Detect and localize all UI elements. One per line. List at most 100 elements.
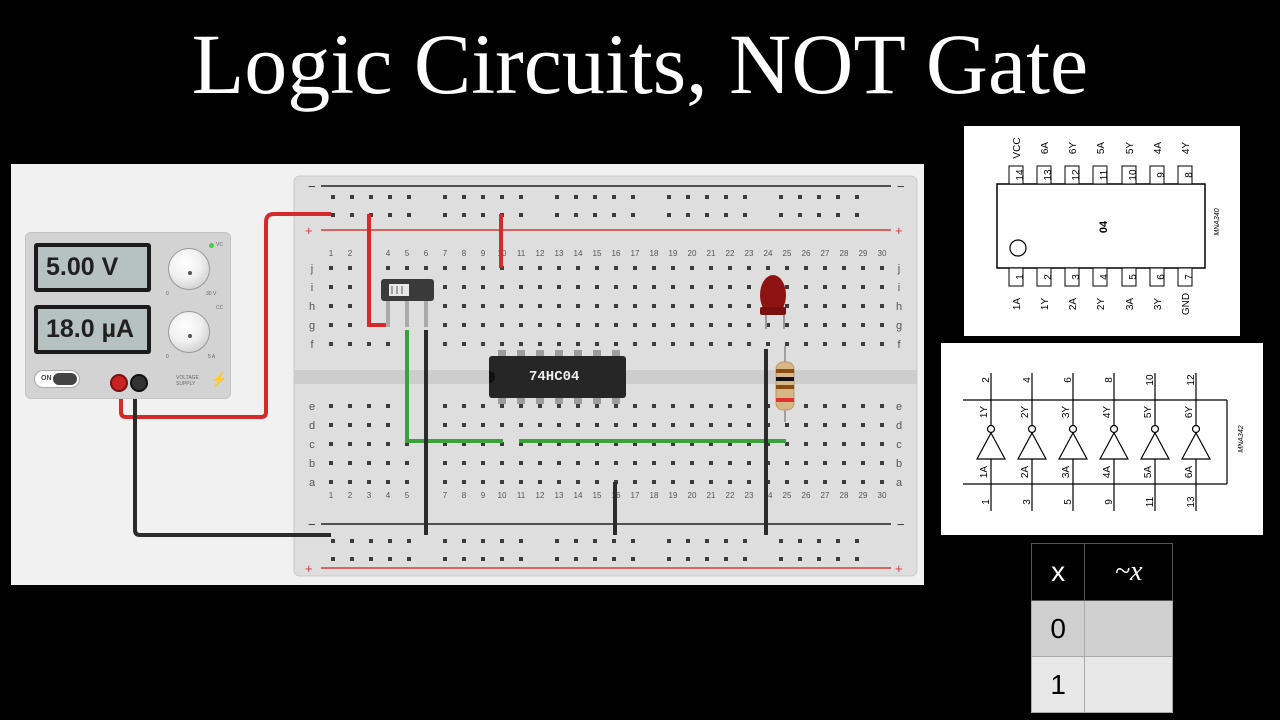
breadboard-hole <box>709 404 713 408</box>
breadboard-hole <box>671 461 675 465</box>
rail-hole <box>555 213 559 217</box>
chip-pin <box>593 350 601 358</box>
rail-hole <box>443 213 447 217</box>
breadboard-hole <box>823 442 827 446</box>
breadboard-hole <box>367 423 371 427</box>
breadboard-hole <box>538 404 542 408</box>
breadboard-hole <box>500 442 504 446</box>
breadboard-hole <box>785 266 789 270</box>
rail-hole <box>443 195 447 199</box>
breadboard-hole <box>823 404 827 408</box>
column-number: 29 <box>859 491 868 500</box>
breadboard-hole <box>747 342 751 346</box>
breadboard-hole <box>462 323 466 327</box>
breadboard-hole <box>823 323 827 327</box>
breadboard-hole <box>785 285 789 289</box>
column-number: 30 <box>878 491 887 500</box>
current-knob[interactable] <box>168 311 210 353</box>
power-switch[interactable]: ON <box>34 370 80 388</box>
gate-input-name: 2A <box>1020 466 1031 479</box>
lightning-icon: ⚡ <box>210 371 228 387</box>
breadboard-hole <box>690 404 694 408</box>
rail-plus-label: + <box>305 561 313 576</box>
breadboard-hole <box>766 323 770 327</box>
breadboard-hole <box>614 423 618 427</box>
breadboard-hole <box>747 480 751 484</box>
breadboard-hole <box>690 323 694 327</box>
resistor-band <box>776 377 794 381</box>
rail-hole <box>555 195 559 199</box>
breadboard-hole <box>804 404 808 408</box>
breadboard-hole <box>614 266 618 270</box>
breadboard-hole <box>595 404 599 408</box>
row-letter: i <box>311 282 313 294</box>
breadboard-hole <box>576 323 580 327</box>
breadboard-hole <box>329 423 333 427</box>
column-number: 19 <box>669 249 678 258</box>
breadboard-hole <box>842 480 846 484</box>
gate-input-name: 5A <box>1143 466 1154 479</box>
positive-terminal[interactable] <box>110 374 128 392</box>
side-label: MNA342 <box>1238 425 1245 452</box>
breadboard-hole <box>519 342 523 346</box>
breadboard-hole <box>633 442 637 446</box>
breadboard-hole <box>880 304 884 308</box>
breadboard-hole <box>386 480 390 484</box>
gate-input-name: 3A <box>1061 466 1072 479</box>
pin-box <box>1092 165 1108 185</box>
breadboard-hole <box>804 304 808 308</box>
column-number: 3 <box>367 491 372 500</box>
column-number: 17 <box>631 249 640 258</box>
gate-output-name: 4Y <box>1102 406 1113 419</box>
breadboard-hole <box>614 461 618 465</box>
breadboard-hole <box>405 266 409 270</box>
breadboard-hole <box>538 442 542 446</box>
rail-hole <box>593 557 597 561</box>
voltage-knob[interactable] <box>168 248 210 290</box>
breadboard-hole <box>633 342 637 346</box>
rail-hole <box>686 557 690 561</box>
rail-hole <box>350 539 354 543</box>
rail-hole <box>481 539 485 543</box>
breadboard-hole <box>462 342 466 346</box>
rail-hole <box>555 557 559 561</box>
breadboard-hole <box>519 323 523 327</box>
rail-hole <box>388 213 392 217</box>
column-number: 25 <box>783 249 792 258</box>
rail-hole <box>667 195 671 199</box>
breadboard-hole <box>766 342 770 346</box>
column-number: 18 <box>650 491 659 500</box>
power-supply[interactable]: 5.00 V 18.0 µA VC CC 0 30 V 0 5 A ON VOL… <box>25 232 231 399</box>
negative-terminal[interactable] <box>130 374 148 392</box>
breadboard-hole <box>861 304 865 308</box>
column-number: 11 <box>517 491 526 500</box>
gate-input-name: 4A <box>1102 466 1113 479</box>
circuit-canvas[interactable]: −−++−−++11223344556677889910101111121213… <box>11 164 924 585</box>
breadboard-hole <box>842 323 846 327</box>
breadboard-hole <box>861 285 865 289</box>
column-number: 9 <box>481 491 486 500</box>
breadboard-hole <box>652 304 656 308</box>
breadboard-hole <box>728 266 732 270</box>
rail-hole <box>779 213 783 217</box>
rail-hole <box>779 557 783 561</box>
pin-name: 3Y <box>1153 298 1164 311</box>
breadboard-hole <box>538 480 542 484</box>
row-letter: a <box>896 477 903 489</box>
side-label: MNA340 <box>1214 208 1221 235</box>
led-base <box>760 307 786 315</box>
rail-hole <box>779 539 783 543</box>
rail-hole <box>369 195 373 199</box>
chip-label: 74HC04 <box>529 369 580 385</box>
input-green-wire <box>405 330 503 443</box>
power-switch-toggle[interactable] <box>53 373 77 385</box>
breadboard-hole <box>804 342 808 346</box>
chip-pin <box>593 396 601 404</box>
breadboard-svg[interactable]: −−++−−++11223344556677889910101111121213… <box>11 164 924 585</box>
breadboard-hole <box>614 404 618 408</box>
breadboard-hole <box>481 323 485 327</box>
voltage-display: 5.00 V <box>34 243 151 292</box>
column-number: 25 <box>783 491 792 500</box>
column-number: 1 <box>329 491 334 500</box>
